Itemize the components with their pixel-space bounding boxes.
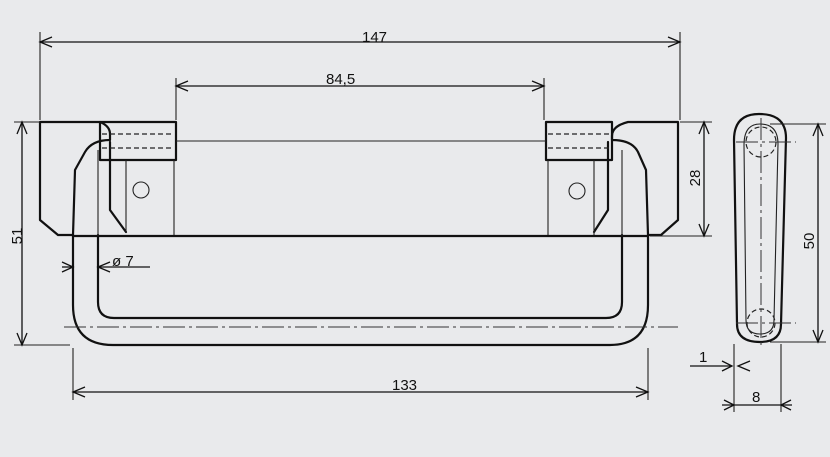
dim-51-label: 51: [9, 228, 26, 245]
dim-28-label: 28: [687, 170, 704, 187]
dim-1-label: 1: [699, 349, 707, 366]
left-bracket: [38, 120, 178, 237]
dim-84-5-label: 84,5: [326, 71, 355, 88]
dimension-lines: [14, 32, 826, 412]
right-bracket: [544, 120, 680, 237]
dim-147-label: 147: [362, 29, 387, 46]
dim-133-label: 133: [392, 377, 417, 394]
front-view: [38, 120, 680, 347]
dim-diameter-label: ø 7: [112, 253, 134, 270]
handle-bar: [71, 150, 650, 347]
dim-50-label: 50: [801, 233, 818, 250]
side-view: [732, 112, 796, 348]
dim-8-label: 8: [752, 389, 760, 406]
